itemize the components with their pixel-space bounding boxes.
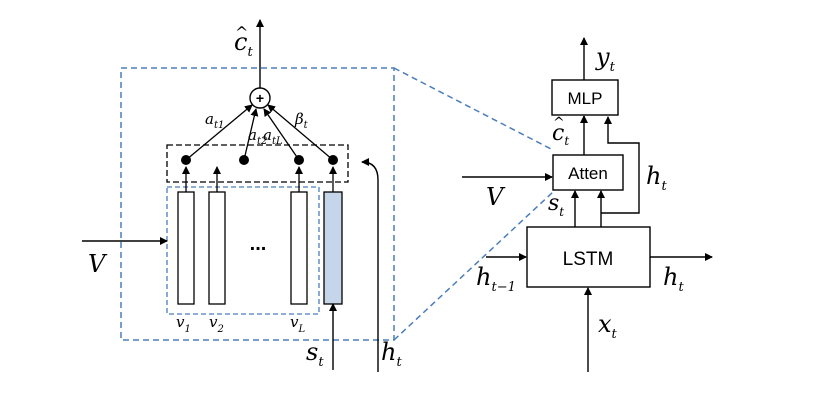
input-V-label-left: V [88,250,108,278]
feature-label-vL: vL [290,313,305,335]
lstm-label: LSTM [563,249,614,270]
svg-text:^: ^ [553,115,565,131]
feature-group-frame [166,186,320,315]
attention-block [552,154,624,191]
h-prev-label: ht−1 [476,263,516,295]
feature-column-2 [208,191,226,305]
feature-label-v2: v2 [209,313,224,335]
mlp-label: MLP [568,89,603,108]
s-label-right: st [548,191,564,219]
feature-column-L [290,191,308,305]
zoom-connector-top [393,67,554,151]
h-feedback-path [601,116,640,214]
mlp-block [551,79,619,116]
svg-text:ct: ct [234,28,253,60]
hidden-state-column [323,191,343,305]
x-input-label: xt [598,310,618,342]
output-c-hat-label: ct ^ [234,23,253,60]
attention-label: Atten [568,164,608,183]
feature-column-1 [177,191,195,305]
c-hat-label-right: ct ^ [552,115,569,148]
svg-text:ct: ct [552,121,569,148]
h-label-side: ht [646,162,667,194]
output-y-label: yt [595,43,616,75]
weight-points-frame [166,144,349,183]
input-h-label-left: ht [381,338,402,370]
weight-label-a-t1: at1 [205,110,224,131]
feature-ellipsis: ... [250,233,267,255]
weight-label-a-t2: at2 [248,126,267,147]
h-out-label: ht [663,263,684,295]
feature-label-v1: v1 [176,313,191,335]
sum-symbol: + [256,90,264,106]
svg-text:^: ^ [235,23,248,42]
weight-label-a-tL: atL [263,126,283,147]
lstm-block [526,226,651,288]
input-V-label-right: V [486,183,506,211]
zoom-frame [120,67,395,341]
input-s-label: st [306,338,324,370]
weight-label-beta: βt [294,110,309,131]
zoom-connector-bottom [393,191,554,341]
